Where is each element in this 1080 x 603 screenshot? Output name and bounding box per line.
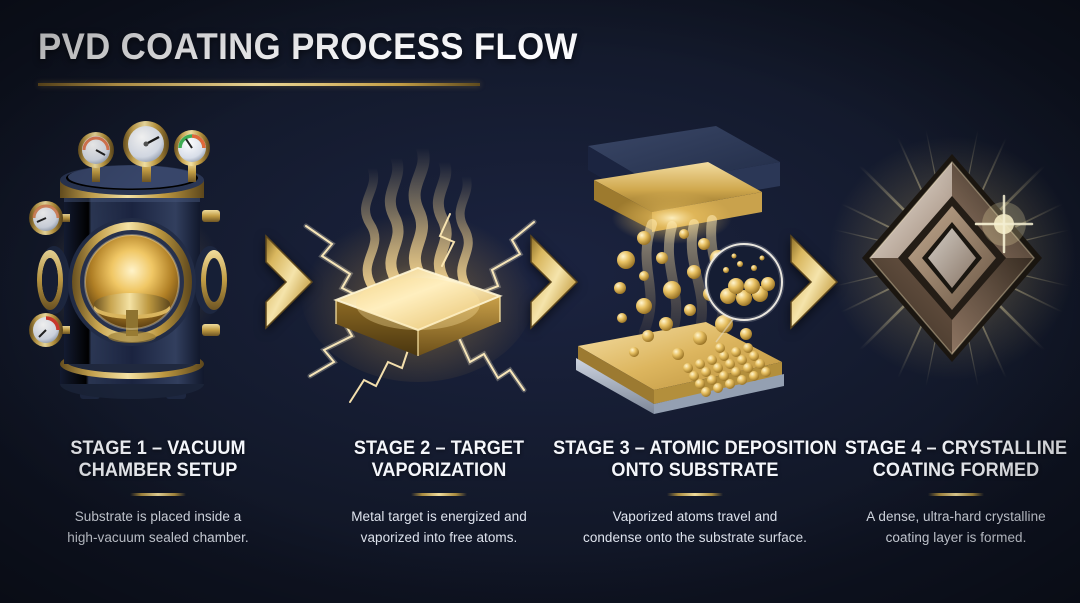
stage-4-title: STAGE 4 – CRYSTALLINE COATING FORMED	[842, 438, 1070, 482]
page-title: PVD COATING PROCESS FLOW	[38, 26, 578, 67]
stage-1-desc-line-1: Substrate is placed inside a	[74, 509, 242, 525]
stage-1-desc-line-2: high-vacuum sealed chamber.	[67, 529, 249, 545]
stage-1-description: Substrate is placed inside a high-vacuum…	[18, 507, 298, 549]
stage-4-title-line-1: STAGE 4 – CRYSTALLINE	[844, 438, 1068, 459]
page-header: PVD COATING PROCESS FLOW	[38, 26, 612, 86]
stage-2-caption: STAGE 2 – TARGET VAPORIZATION Metal targ…	[310, 438, 568, 549]
stage-3-description: Vaporized atoms travel and condense onto…	[545, 507, 845, 549]
stage-2-title-line-1: STAGE 2 – TARGET	[353, 438, 525, 459]
stage-3-caption: STAGE 3 – ATOMIC DEPOSITION ONTO SUBSTRA…	[545, 438, 845, 549]
chevron-arrow-2	[527, 232, 581, 332]
stage-4-desc-line-1: A dense, ultra-hard crystalline	[866, 509, 1046, 525]
chevron-arrow-1	[262, 232, 316, 332]
title-underline	[38, 83, 480, 86]
stage-3-title-line-1: STAGE 3 – ATOMIC DEPOSITION	[553, 438, 837, 459]
stage-4-desc-line-2: coating layer is formed.	[885, 529, 1027, 545]
stage-3-divider	[667, 493, 723, 497]
vacuum-chamber-icon	[29, 121, 227, 399]
stage-3-illustration	[548, 118, 800, 418]
stage-3-desc-line-1: Vaporized atoms travel and	[612, 509, 778, 525]
stage-1-title-line-2: CHAMBER SETUP	[78, 460, 238, 482]
stage-2-title-line-2: VAPORIZATION	[371, 460, 507, 482]
stage-4-caption: STAGE 4 – CRYSTALLINE COATING FORMED A d…	[836, 438, 1076, 549]
stage-2-divider	[411, 493, 467, 497]
stage-1-title-line-1: STAGE 1 – VACUUM	[70, 438, 246, 459]
stage-4-divider	[928, 493, 984, 497]
stage-1-title: STAGE 1 – VACUUM CHAMBER SETUP	[25, 438, 291, 482]
stage-2-desc-line-2: vaporized into free atoms.	[360, 529, 518, 545]
stage-4-illustration	[826, 118, 1078, 418]
stage-4-description: A dense, ultra-hard crystalline coating …	[836, 507, 1076, 549]
crystal-diamond-icon	[826, 122, 1078, 390]
energized-target-icon	[300, 142, 537, 403]
stage-3-title-line-2: ONTO SUBSTRATE	[611, 460, 779, 482]
stage-3-desc-line-2: condense onto the substrate surface.	[583, 529, 807, 545]
stage-4-title-line-2: COATING FORMED	[872, 460, 1040, 482]
chevron-arrow-3	[787, 232, 841, 332]
stage-2-title: STAGE 2 – TARGET VAPORIZATION	[316, 438, 561, 482]
stage-1-divider	[130, 493, 186, 497]
stage-3-title: STAGE 3 – ATOMIC DEPOSITION ONTO SUBSTRA…	[553, 438, 838, 482]
stage-1-caption: STAGE 1 – VACUUM CHAMBER SETUP Substrate…	[18, 438, 298, 549]
stage-2-illustration	[292, 118, 544, 418]
stage-2-desc-line-1: Metal target is energized and	[351, 509, 527, 525]
stage-2-description: Metal target is energized and vaporized …	[310, 507, 568, 549]
atomic-deposition-icon	[576, 126, 785, 414]
stage-1-illustration	[6, 118, 258, 418]
